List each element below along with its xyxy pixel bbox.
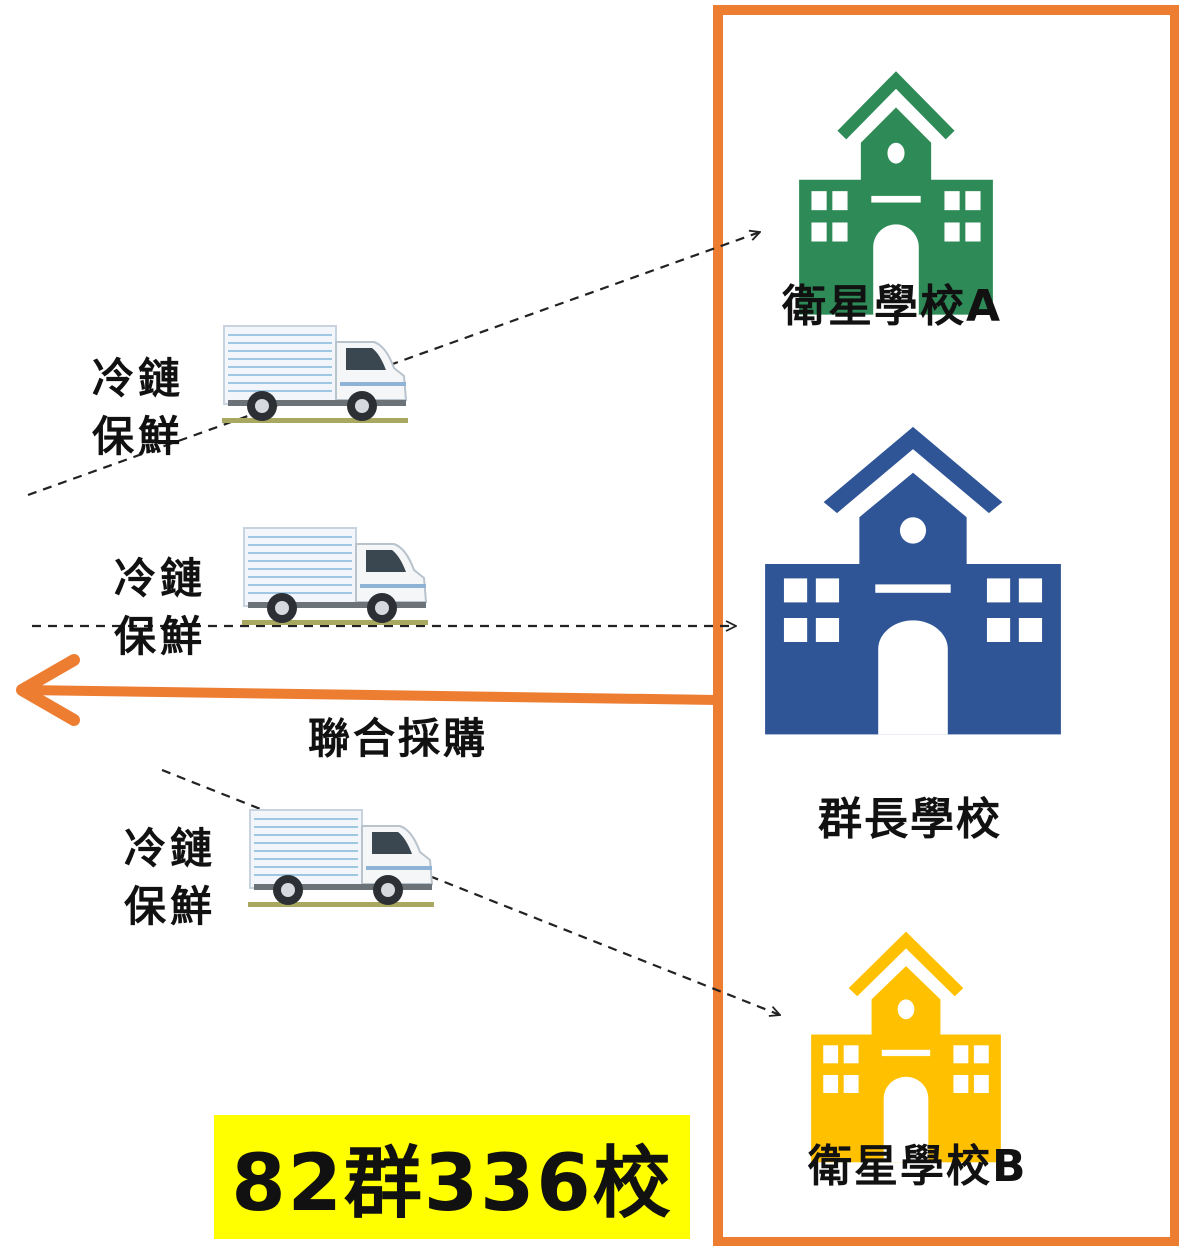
truck-label-line2: 保鮮: [124, 882, 217, 931]
summary-text: 82群336校: [231, 1139, 673, 1229]
truck-label-line1: 冷鏈: [124, 824, 217, 873]
truck-icon: [221, 325, 409, 424]
truck-label-line2: 保鮮: [92, 412, 185, 461]
truck-icon: [247, 809, 435, 908]
school-b-icon: [811, 940, 1001, 1162]
procurement-arrow-shaft: [23, 685, 719, 705]
truck-label-line1: 冷鏈: [92, 354, 185, 403]
truck-label-1: 冷鏈 保鮮: [92, 350, 184, 466]
procurement-label: 聯合採購: [308, 714, 489, 763]
truck-label-3: 冷鏈 保鮮: [124, 820, 216, 936]
truck-icon: [241, 527, 429, 626]
leader-school-icon: [765, 438, 1061, 734]
school-a-label: 衛星學校A: [782, 281, 1003, 332]
summary-highlight: 82群336校: [214, 1115, 690, 1239]
truck-label-line2: 保鮮: [114, 612, 207, 661]
schools-frame: [713, 5, 1179, 1246]
leader-school-label: 群長學校: [818, 794, 1002, 845]
truck-label-line1: 冷鏈: [114, 554, 207, 603]
procurement-arrow-head: [16, 654, 80, 726]
school-a-icon: [799, 80, 993, 315]
delivery-line-to-school-a: [27, 232, 760, 497]
delivery-line-to-school-b: [161, 768, 780, 1015]
truck-label-2: 冷鏈 保鮮: [114, 550, 206, 666]
school-b-label: 衛星學校B: [808, 1141, 1028, 1192]
